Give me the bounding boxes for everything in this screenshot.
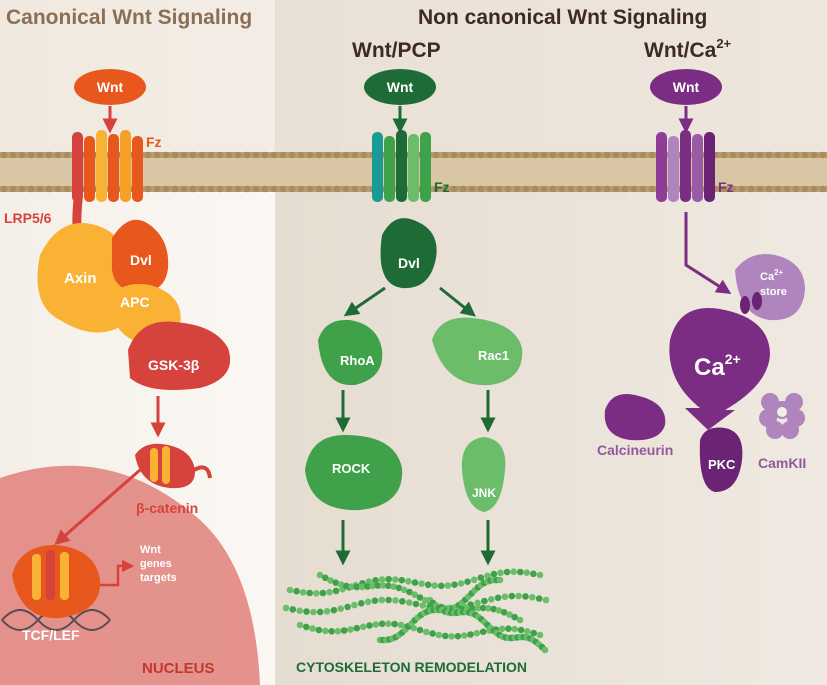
- canonical-fz-receptor: [72, 130, 143, 202]
- ca-store-ion-label: Ca2+: [760, 268, 784, 283]
- canonical-header: Canonical Wnt Signaling: [6, 6, 252, 29]
- targets-line-3: targets: [140, 572, 177, 584]
- nucleus: [0, 465, 260, 685]
- ca-release-cone: [669, 308, 770, 430]
- axin-label: Axin: [64, 270, 97, 287]
- canonical-dvl-label: Dvl: [130, 252, 152, 268]
- cytoskeleton-label: CYTOSKELETON REMODELATION: [296, 659, 527, 675]
- apc-label: APC: [120, 294, 150, 310]
- fz-to-store-arrow: [684, 212, 732, 295]
- calcineurin-protein: [604, 394, 666, 441]
- ca-channel-1: [740, 296, 750, 314]
- tcf-lef-complex: [12, 545, 101, 619]
- canonical-wnt-label: Wnt: [97, 79, 124, 95]
- gsk3b-label: GSK-3β: [148, 357, 200, 373]
- rac1-label: Rac1: [478, 348, 509, 363]
- canonical-fz-label: Fz: [146, 134, 162, 150]
- ca-fz-receptor: [656, 130, 715, 202]
- canonical-dvl-protein: [111, 219, 169, 293]
- rac1-protein: [432, 317, 523, 386]
- targets-line-1: Wnt: [140, 544, 161, 556]
- pcp-fz-receptor: [372, 130, 431, 202]
- rhoa-protein: [318, 319, 383, 386]
- pcp-pathway: Wnt Fz Dvl RhoA Rac1 ROCK JNK CYTOSKELET…: [282, 69, 550, 675]
- bcatenin-label: β-catenin: [136, 500, 198, 516]
- dvl-to-rhoa-arrow: [343, 286, 386, 317]
- ca-pathway: Wnt Fz Ca2+ store Ca2+ Calcineurin PKC: [597, 69, 806, 492]
- pcp-wnt-label: Wnt: [387, 79, 414, 95]
- target-genes-arrow: [100, 559, 135, 587]
- noncanonical-header: Non canonical Wnt Signaling: [418, 6, 707, 29]
- jnk-protein: [461, 437, 506, 512]
- targets-line-2: genes: [140, 558, 172, 570]
- ca-store-word-label: store: [760, 286, 787, 298]
- rock-protein: [305, 435, 403, 511]
- lrp-label: LRP5/6: [4, 210, 52, 226]
- nucleus-label: NUCLEUS: [142, 660, 215, 677]
- ca-fz-label: Fz: [718, 179, 734, 195]
- ca-channel-2: [752, 292, 762, 310]
- pcp-header: Wnt/PCP: [352, 39, 441, 62]
- bcatenin-to-nucleus-arrow: [54, 468, 141, 545]
- pcp-dvl-protein: [380, 218, 437, 289]
- pcp-fz-label: Fz: [434, 179, 450, 195]
- pcp-dvl-label: Dvl: [398, 255, 420, 271]
- actin-filaments: [282, 568, 550, 654]
- dvl-to-rac1-arrow: [439, 286, 476, 317]
- canonical-pathway: Wnt Fz LRP5/6 Axin Dvl APC GSK-3β: [4, 69, 231, 677]
- ca-header: Wnt/Ca2+: [644, 36, 732, 62]
- calcineurin-label: Calcineurin: [597, 442, 673, 458]
- camkii-label: CamKII: [758, 455, 806, 471]
- pkc-label: PKC: [708, 457, 736, 472]
- ca-wnt-ligand: [650, 69, 722, 105]
- ca-wnt-label: Wnt: [673, 79, 700, 95]
- rock-label: ROCK: [332, 461, 371, 476]
- pcp-wnt-ligand: [364, 69, 436, 105]
- rhoa-label: RhoA: [340, 353, 375, 368]
- jnk-label: JNK: [472, 486, 496, 500]
- camkii-protein: [759, 393, 805, 439]
- canonical-wnt-ligand: [74, 69, 146, 105]
- pkc-protein: [699, 427, 743, 492]
- ca-ion-label: Ca2+: [694, 351, 741, 381]
- bcatenin-protein: [135, 443, 212, 489]
- tcf-lef-label: TCF/LEF: [22, 627, 80, 643]
- gsk3b-protein: [128, 321, 231, 391]
